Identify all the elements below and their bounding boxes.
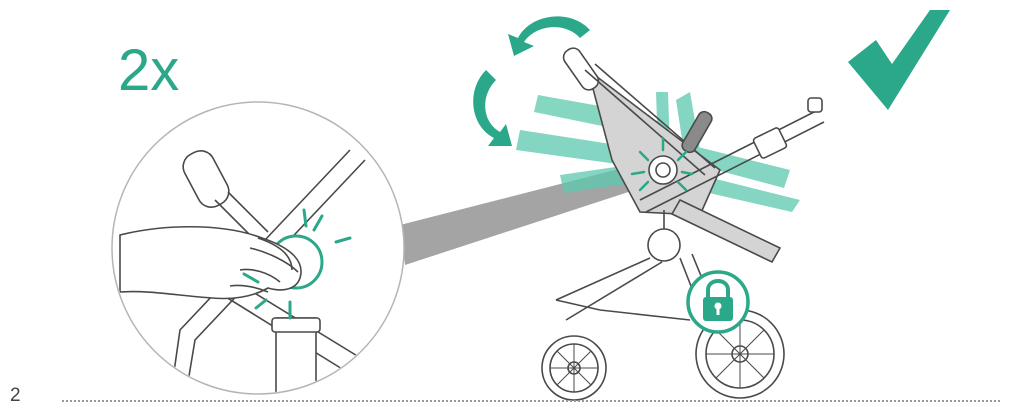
zoom-detail: [112, 102, 404, 400]
page-number: 2: [10, 386, 21, 405]
repeat-count-label: 2x: [118, 42, 179, 100]
lock-icon: [688, 272, 748, 332]
rotate-arrow-icon: [473, 16, 590, 146]
footer-dotted-rule: [62, 400, 1000, 402]
checkmark-icon: [848, 10, 950, 110]
